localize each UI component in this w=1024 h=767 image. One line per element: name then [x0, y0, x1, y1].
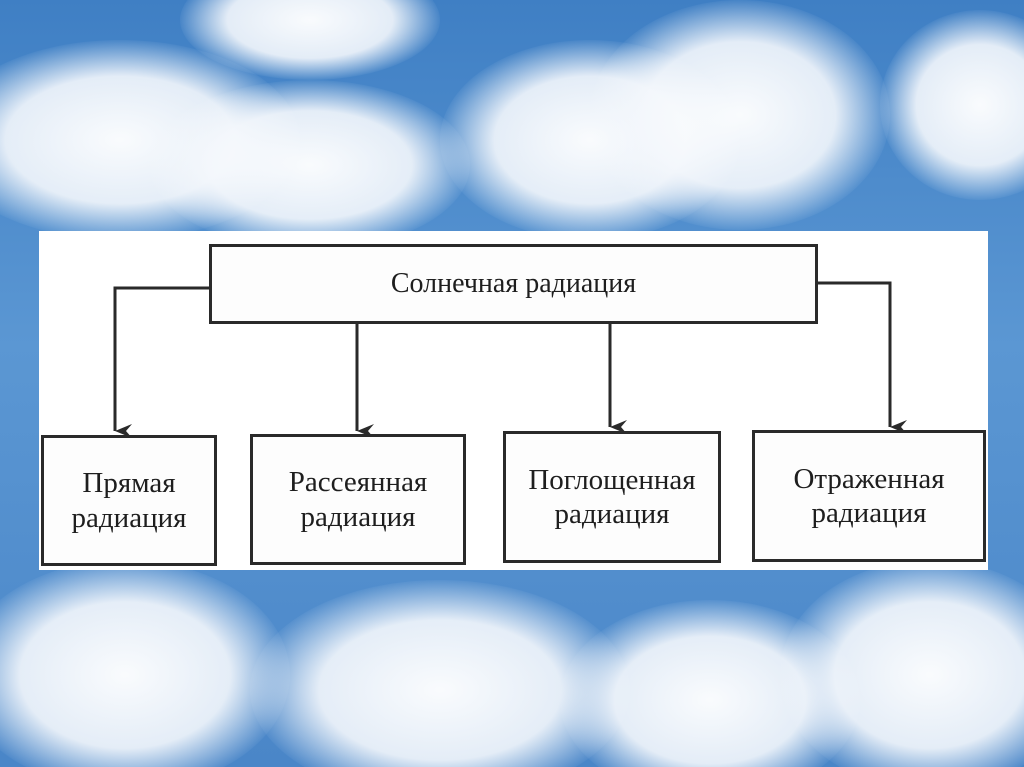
node-absorbed-radiation: Поглощенная радиация	[503, 431, 721, 563]
node-label-line2: радиация	[300, 500, 416, 533]
connector-lines	[113, 281, 907, 438]
connector-to-direct	[113, 286, 211, 438]
node-label-line1: Прямая	[82, 467, 176, 500]
root-node-solar-radiation: Солнечная радиация	[209, 244, 818, 324]
node-diffuse-radiation: Рассеянная радиация	[250, 434, 466, 565]
node-label-line1: Поглощенная	[528, 463, 696, 496]
node-label-line2: радиация	[811, 497, 927, 529]
root-node-label: Солнечная радиация	[390, 268, 637, 300]
node-direct-radiation: Прямая радиация	[41, 435, 217, 566]
diagram-panel: Солнечная радиация Прямая радиация Рассе…	[39, 231, 988, 570]
node-label-line2: радиация	[554, 498, 670, 530]
node-label-line2: радиация	[71, 501, 187, 534]
connector-to-reflected	[817, 281, 907, 434]
node-label-line1: Отраженная	[793, 462, 945, 495]
node-label-line1: Рассеянная	[288, 466, 428, 499]
node-reflected-radiation: Отраженная радиация	[752, 430, 986, 562]
